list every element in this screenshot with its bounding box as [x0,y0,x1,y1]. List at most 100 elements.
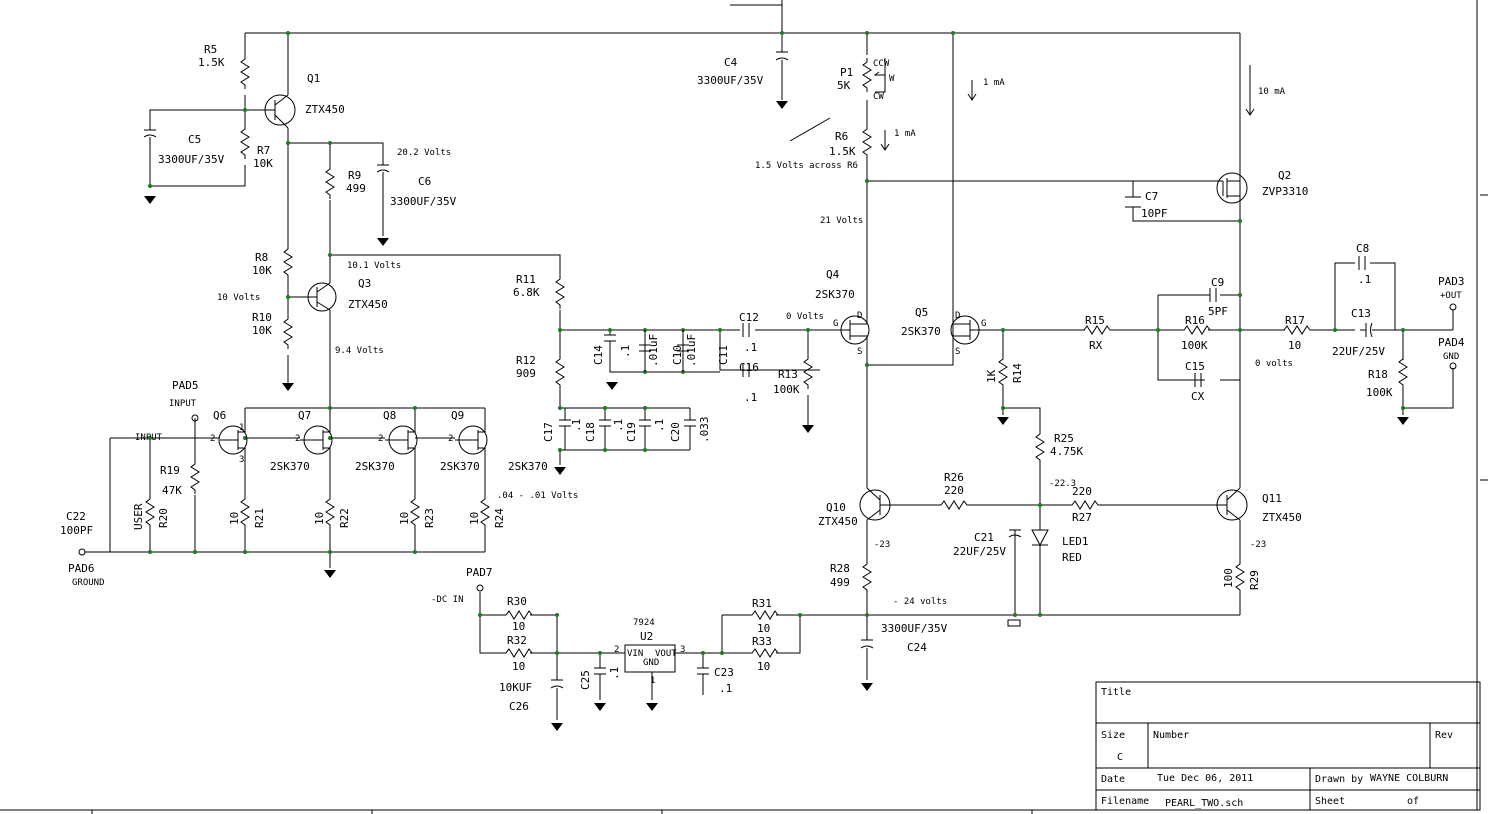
current-1ma-b: 1 mA [894,129,916,139]
v101-label: 10.1 Volts [347,261,401,271]
date-label: Date [1101,774,1125,785]
u2-label: U2 [640,630,653,643]
r23-label: R23 [423,508,436,528]
u2-pin2: 2 [614,645,619,655]
c20-label: C20 [669,422,682,442]
c10-value: .01uF [647,334,660,367]
q1-part: ZTX450 [305,103,345,116]
c11-value: .01uF [685,334,698,367]
q9-pin2: 2 [448,434,453,444]
date-value: Tue Dec 06, 2011 [1157,773,1253,784]
v202-label: 20.2 Volts [397,148,451,158]
r20-label: R20 [157,508,170,528]
c12-value: .1 [744,341,757,354]
c17-value: .1 [570,419,583,432]
q8-label: Q8 [383,409,396,422]
c23-value: .1 [719,682,732,695]
u2-pin3: 3 [680,645,685,655]
sheet-label: Sheet [1315,796,1345,807]
c18-label: C18 [584,422,597,442]
r12-label: R12 [516,354,536,367]
v24-label: - 24 volts [893,597,947,607]
current-arrows [880,65,1255,151]
r13-value: 100K [773,383,800,396]
r29-value: 100 [1222,568,1235,588]
q5-pin-s: S [955,347,960,357]
r18-value: 100K [1366,386,1393,399]
q4-pin-d: D [857,311,862,321]
r14-value: 1K [985,369,998,383]
r32-value: 10 [512,660,525,673]
r9-value: 499 [346,182,366,195]
r33-label: R33 [752,635,772,648]
r19-value: 47K [162,484,182,497]
v10-label: 10 Volts [217,293,260,303]
r17-value: 10 [1288,339,1301,352]
c26-label: C26 [509,700,529,713]
r10-value: 10K [252,324,272,337]
q6-pin2: 2 [210,434,215,444]
m23b-label: -23 [1250,540,1266,550]
v04-label: .04 - .01 Volts [497,491,578,501]
pad6-sub: GROUND [72,578,105,588]
pad3-sub: +OUT [1440,291,1462,301]
c22-label: C22 [66,510,86,523]
c6-label: C6 [418,175,431,188]
r29-label: R29 [1248,570,1261,590]
c4-label: C4 [724,56,738,69]
size-value: C [1117,752,1123,763]
size-label: Size [1101,730,1125,741]
q3-part: ZTX450 [348,298,388,311]
r32-label: R32 [507,634,527,647]
c14-value: .1 [619,345,632,358]
r6-label: R6 [835,130,848,143]
r22-value: 10 [313,512,326,525]
r13-label: R13 [778,368,798,381]
r6-value: 1.5K [829,145,856,158]
c22-value: 100PF [60,524,93,537]
q5-label: Q5 [915,306,928,319]
r28-label: R28 [830,562,850,575]
p1-label: P1 [840,66,853,79]
r11-value: 6.8K [513,286,540,299]
resistors [145,54,1408,658]
q6-label: Q6 [213,409,226,422]
q11-label: Q11 [1262,492,1282,505]
c8-label: C8 [1356,242,1369,255]
c19-label: C19 [625,422,638,442]
q8-part: 2SK370 [355,460,395,473]
q9-label: Q9 [451,409,464,422]
r15-value: RX [1089,339,1103,352]
dcin-label: -DC IN [431,595,464,605]
v15-label: 1.5 Volts across R6 [755,161,858,171]
q5-pin-d: D [955,311,960,321]
q1-label: Q1 [307,72,320,85]
pad5-sub: INPUT [169,399,197,409]
q4-pin-s: S [857,347,862,357]
pad7-label: PAD7 [466,566,493,579]
r8-label: R8 [255,251,268,264]
u2-vin: VIN [627,649,643,659]
filename-value: PEARL_TWO.sch [1165,798,1243,809]
c7-value: 10PF [1141,207,1168,220]
q8-pin2: 2 [378,434,383,444]
led1-icon [1031,529,1049,547]
q2-label: Q2 [1278,169,1291,182]
p1-value: 5K [837,79,851,92]
p1-ccw: CCW [873,59,890,69]
q7-pin2: 2 [295,434,300,444]
r18-label: R18 [1368,368,1388,381]
u2-part: 7924 [633,618,655,628]
r9-label: R9 [348,169,361,182]
q7-label: Q7 [298,409,311,422]
pad4-label: PAD4 [1438,336,1465,349]
r7-label: R7 [257,144,270,157]
wires [85,0,1454,720]
u2-regulator [624,644,676,673]
r28-value: 499 [830,576,850,589]
transistors [218,94,1248,521]
r17-label: R17 [1285,314,1305,327]
r24-value: 10 [468,512,481,525]
r8-value: 10K [252,264,272,277]
